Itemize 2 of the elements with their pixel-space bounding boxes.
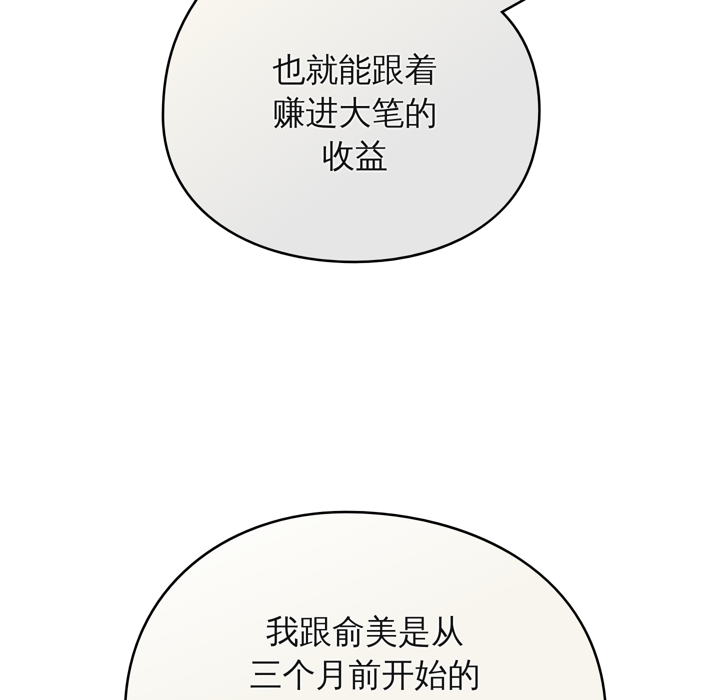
dialogue-text: 我跟俞美是从三个月前开始的 xyxy=(248,611,482,696)
dialogue-text: 也就能跟着赚进大笔的收益 xyxy=(272,49,438,177)
